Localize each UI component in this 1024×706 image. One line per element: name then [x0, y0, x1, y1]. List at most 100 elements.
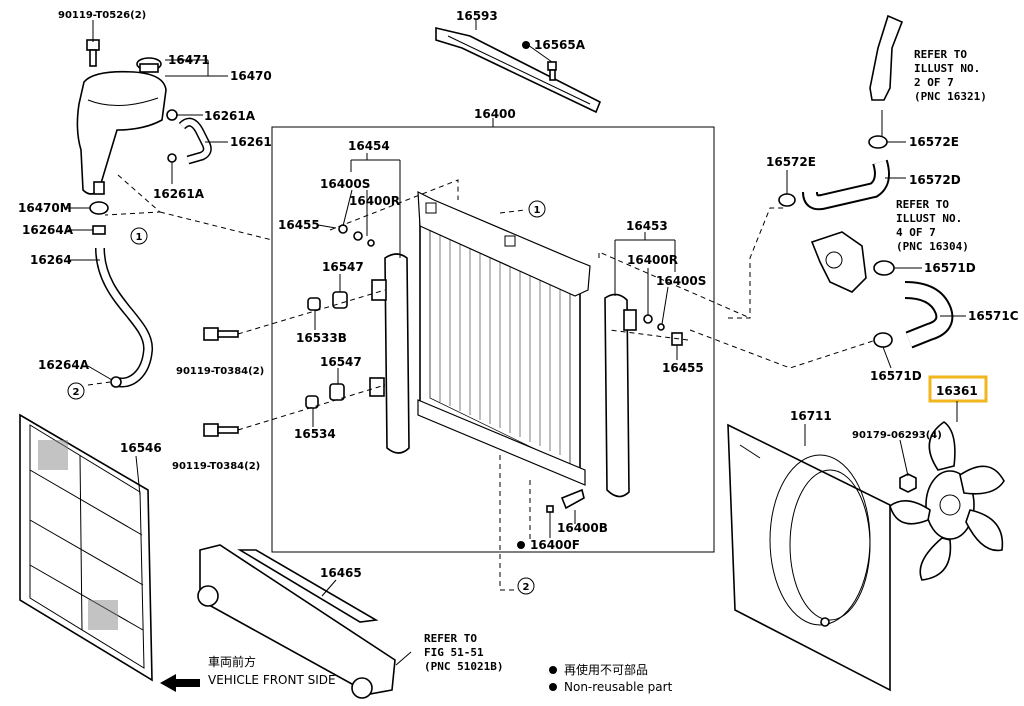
- refer-note-fig51: REFER TO FIG 51-51 (PNC 51021B): [424, 632, 503, 673]
- label-16400s-left: 16400S: [320, 177, 370, 191]
- right-tank-16453[interactable]: [604, 293, 637, 498]
- svg-text:再使用不可部品: 再使用不可部品: [564, 662, 648, 677]
- vehicle-front-indicator: 車両前方 VEHICLE FRONT SIDE: [160, 654, 336, 692]
- arrow-left-icon: [160, 674, 200, 692]
- svg-text:2 OF 7: 2 OF 7: [914, 76, 954, 89]
- label-16465: 16465: [320, 566, 362, 580]
- radiator-core[interactable]: [417, 190, 591, 486]
- left-tank-16454[interactable]: [369, 253, 410, 454]
- clamp-16261a-top[interactable]: [166, 109, 178, 121]
- shroud-16546[interactable]: [19, 413, 153, 682]
- svg-text:(PNC 16304): (PNC 16304): [896, 240, 969, 253]
- label-16264a-top: 16264A: [22, 223, 74, 237]
- seal-16465[interactable]: [237, 549, 379, 623]
- svg-text:ILLUST NO.: ILLUST NO.: [914, 62, 980, 75]
- label-16455-left: 16455: [278, 218, 320, 232]
- clip-16565a[interactable]: [547, 61, 557, 81]
- label-16470m: 16470M: [18, 201, 72, 215]
- nonreusable-legend: 再使用不可部品 Non-reusable part: [549, 662, 673, 694]
- label-16546: 16546: [120, 441, 162, 455]
- dot-icon: [549, 683, 557, 691]
- nonreusable-dot-16565a: [522, 41, 530, 49]
- label-16547-top: 16547: [322, 260, 364, 274]
- label-16261a-bot: 16261A: [153, 187, 205, 201]
- label-90179-06293: 90179-06293(4): [852, 430, 942, 441]
- svg-text:1: 1: [534, 205, 541, 216]
- label-16547-bot: 16547: [320, 355, 362, 369]
- label-16571d-top: 16571D: [924, 261, 976, 275]
- clip-16264a-bot[interactable]: [110, 376, 122, 388]
- label-16572d: 16572D: [909, 173, 961, 187]
- nonreusable-dot-16400f: [517, 541, 525, 549]
- label-16470: 16470: [230, 69, 272, 83]
- label-16572e-top: 16572E: [909, 135, 959, 149]
- svg-text:(PNC 16321): (PNC 16321): [914, 90, 987, 103]
- label-16400: 16400: [474, 107, 516, 121]
- label-16261a-top: 16261A: [204, 109, 256, 123]
- label-16571d-bot: 16571D: [870, 369, 922, 383]
- reservoir-tank-16470[interactable]: [76, 70, 167, 195]
- inlet-pipe-16321[interactable]: [869, 14, 904, 101]
- svg-text:FIG 51-51: FIG 51-51: [424, 646, 484, 659]
- cushion-16470m[interactable]: [89, 201, 109, 215]
- label-16454: 16454: [348, 139, 390, 153]
- label-16400f: 16400F: [530, 538, 580, 552]
- bolt-90119-t0526[interactable]: [86, 39, 100, 67]
- label-16571c: 16571C: [968, 309, 1019, 323]
- lower-support-51021b[interactable]: [197, 544, 396, 699]
- bolt-90119-t0384-top[interactable]: [203, 327, 239, 341]
- label-16455-right: 16455: [662, 361, 704, 375]
- clamp-16572e-left[interactable]: [778, 193, 796, 207]
- refer-note-4of7: REFER TO ILLUST NO. 4 OF 7 (PNC 16304): [896, 198, 969, 253]
- clip-16264a-top[interactable]: [92, 225, 106, 235]
- label-16400b: 16400B: [557, 521, 608, 535]
- bolt-90119-t0384-bot[interactable]: [203, 423, 239, 437]
- svg-text:2: 2: [73, 387, 80, 398]
- clamp-16572e-top[interactable]: [868, 135, 888, 149]
- svg-text:4 OF 7: 4 OF 7: [896, 226, 936, 239]
- svg-text:(PNC 51021B): (PNC 51021B): [424, 660, 503, 673]
- svg-text:車両前方: 車両前方: [208, 654, 256, 669]
- clamp-16261a-bot[interactable]: [167, 153, 177, 163]
- water-outlet-16304[interactable]: [810, 231, 867, 293]
- svg-text:1: 1: [136, 232, 143, 243]
- clamp-16571d-top[interactable]: [873, 260, 895, 276]
- callout-1-right: 1: [528, 200, 546, 218]
- label-16572e-left: 16572E: [766, 155, 816, 169]
- label-16400r-left: 16400R: [349, 194, 400, 208]
- hose-16571c[interactable]: [904, 281, 954, 349]
- label-16593: 16593: [456, 9, 498, 23]
- clamp-16571d-bot[interactable]: [873, 332, 893, 348]
- fan-16361[interactable]: [889, 421, 1005, 581]
- reservoir-cap-16471[interactable]: [136, 57, 162, 73]
- label-90119-t0384-top: 90119-T0384(2): [176, 366, 264, 377]
- nut-90179-06293[interactable]: [899, 473, 917, 493]
- label-16400s-right: 16400S: [656, 274, 706, 288]
- callout-1-left: 1: [130, 227, 148, 245]
- hose-16261[interactable]: [178, 117, 212, 165]
- label-16565a: 16565A: [534, 38, 586, 52]
- refer-note-2of7: REFER TO ILLUST NO. 2 OF 7 (PNC 16321): [914, 48, 987, 103]
- label-16533b: 16533B: [296, 331, 347, 345]
- svg-text:VEHICLE FRONT SIDE: VEHICLE FRONT SIDE: [208, 673, 336, 687]
- hose-16572d[interactable]: [802, 159, 890, 211]
- label-16534: 16534: [294, 427, 336, 441]
- label-16400r-right: 16400R: [627, 253, 678, 267]
- label-16264a-bot: 16264A: [38, 358, 90, 372]
- highlight-16361: [928, 375, 988, 403]
- label-90119-t0384-bot: 90119-T0384(2): [172, 461, 260, 472]
- svg-text:REFER TO: REFER TO: [424, 632, 477, 645]
- label-16711: 16711: [790, 409, 832, 423]
- dot-icon: [549, 666, 557, 674]
- label-16261: 16261: [230, 135, 272, 149]
- svg-text:Non-reusable part: Non-reusable part: [564, 680, 673, 694]
- hose-16264[interactable]: [95, 247, 153, 388]
- fan-shroud-16711[interactable]: [727, 423, 891, 692]
- part-labels: 90119-T0526(2) 16471 16470 16261A 16261 …: [18, 9, 1019, 580]
- support-16593[interactable]: [435, 26, 602, 114]
- fasteners-left[interactable]: [305, 224, 375, 409]
- label-90119-t0526: 90119-T0526(2): [58, 10, 146, 21]
- callout-2-left: 2: [67, 382, 85, 400]
